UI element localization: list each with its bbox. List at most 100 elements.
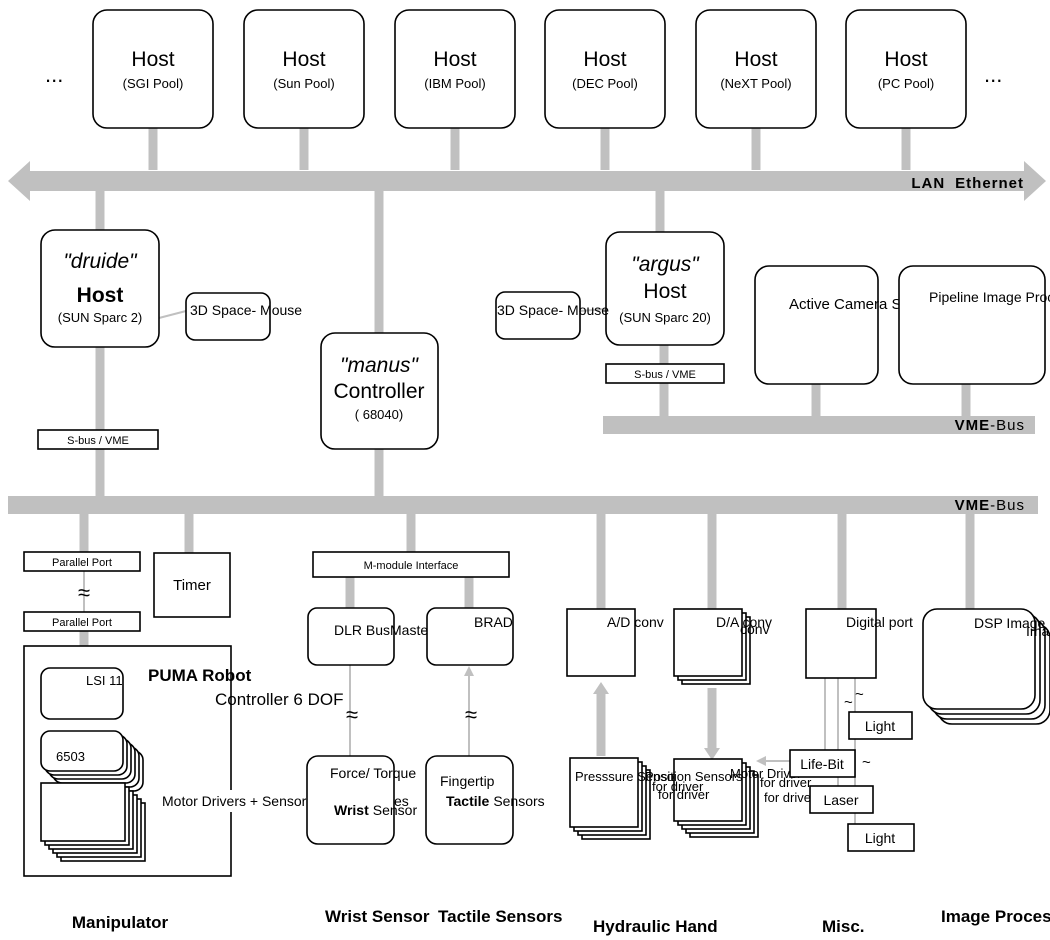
lan-bus [8, 161, 1046, 201]
druide-mouse-link [158, 310, 187, 319]
host-pool: (DEC Pool) [572, 76, 638, 91]
host-title: Host [884, 48, 927, 71]
pressure-sensors-stack: Presssure Sensors [569, 757, 685, 840]
mmodule-interface: M-module Interface [312, 551, 510, 578]
sbus-label: S-bus / VME [67, 435, 129, 447]
dsp-label-2: Image [1026, 623, 1050, 639]
parallel-port-top: Parallel Port [23, 551, 141, 572]
life-bit-label: Life-Bit [800, 756, 844, 772]
ellipsis-left: ... [45, 62, 63, 87]
life-bit-box: Life-Bit [789, 749, 856, 778]
space-mouse-left: 3D Space- Mouse [185, 292, 302, 341]
motor-driver-stack-hand: Motor Driver Position Sensors for driver… [645, 758, 816, 838]
space-mouse-label: 3D Space- Mouse [497, 302, 609, 318]
host-sgi-pool: Host (SGI Pool) [92, 9, 214, 129]
argus-name: "argus" [631, 253, 700, 276]
host-pool: (Sun Pool) [273, 76, 334, 91]
host-pool: (NeXT Pool) [720, 76, 791, 91]
for-driver-label-3: for driver [760, 775, 812, 790]
manus-sub: ( 68040) [355, 407, 403, 422]
puma-text-mask [229, 790, 249, 812]
arrow-down-motor [704, 748, 720, 760]
digital-port-label: Digital port [846, 614, 913, 630]
druide-title: Host [77, 284, 124, 307]
for-driver-label-1: for driver [652, 779, 704, 794]
parallel-approx: ≈ [78, 580, 90, 605]
space-mouse-right: 3D Space- Mouse [495, 291, 609, 340]
motor-driver-label: Motor Driver [730, 766, 802, 781]
sbus-vme-left: S-bus / VME [37, 429, 159, 450]
manus-title: Controller [333, 380, 424, 403]
argus-sub: (SUN Sparc 20) [619, 310, 711, 325]
vme-drops [79, 514, 975, 612]
da-converter-stack: D/A conv conv [673, 608, 772, 685]
mmodule-label: M-module Interface [364, 560, 459, 572]
category-tactile-sensors: Tactile Sensors [438, 907, 562, 926]
lan-drops [95, 191, 665, 333]
dlr-approx: ≈ [346, 702, 358, 727]
host-connectors [148, 128, 911, 170]
host-ibm-pool: Host (IBM Pool) [394, 9, 516, 129]
ad-label: A/D conv [607, 614, 664, 630]
druide-host: "druide" Host (SUN Sparc 2) [40, 229, 160, 348]
cpu-stack: 6503 [40, 730, 144, 792]
lsi-box: LSI 11 [40, 667, 124, 720]
cpu-label: 6503 [56, 749, 85, 764]
pipeline-image-processing: Pipeline Image Processing [898, 265, 1050, 385]
druide-sub: (SUN Sparc 2) [58, 310, 143, 325]
ad-converter: A/D conv [566, 608, 664, 677]
pressure-label: Presssure Sensors [575, 769, 685, 784]
category-image-processing: Image Processing [941, 907, 1050, 926]
dsp-image-stack: DSP Image Image [922, 608, 1050, 725]
brad-box: BRAD [426, 607, 514, 666]
light-label: Light [865, 830, 895, 846]
host-dec-pool: Host (DEC Pool) [544, 9, 666, 129]
brad-approx: ≈ [465, 702, 477, 727]
argus-host: "argus" Host (SUN Sparc 20) [605, 231, 725, 346]
pipeline-label: Pipeline Image Processing [929, 289, 1050, 305]
host-pool: (PC Pool) [878, 76, 934, 91]
sbus-vme-right: S-bus / VME [605, 363, 725, 384]
manus-controller: "manus" Controller ( 68040) [320, 332, 439, 450]
light-label: Light [865, 718, 895, 734]
parallel-port-label: Parallel Port [52, 617, 112, 629]
host-sun-pool: Host (Sun Pool) [243, 9, 365, 129]
digital-port: Digital port [805, 608, 913, 679]
argus-mouse-link [579, 308, 607, 312]
host-next-pool: Host (NeXT Pool) [695, 9, 817, 129]
dsp-label: DSP Image [974, 615, 1046, 631]
category-wrist-sensor: Wrist Sensor [325, 907, 430, 926]
puma-title: PUMA Robot [148, 666, 252, 685]
motor-driver-stack [40, 782, 146, 862]
force-label: Force/ Torque [330, 765, 416, 781]
dlr-busmaster: DLR BusMaster [307, 607, 433, 666]
timer-label: Timer [173, 577, 211, 594]
for-driver-label-2: for driver [658, 787, 710, 802]
fingertip-label: Fingertip [440, 773, 495, 789]
upper-vme-bus [603, 416, 1035, 434]
light-box-top: Light [848, 711, 913, 740]
arrow-up-ad [593, 682, 609, 694]
timer-box: Timer [153, 552, 231, 618]
host-pool: (IBM Pool) [424, 76, 485, 91]
position-sensors-label: Position Sensors [645, 769, 743, 784]
da-label: D/A conv [716, 614, 772, 630]
argus-title: Host [643, 280, 686, 303]
category-manipulator: Manipulator [72, 913, 169, 932]
host-pc-pool: Host (PC Pool) [845, 9, 967, 129]
manus-name: "manus" [340, 354, 419, 377]
lsi-label: LSI 11 [86, 673, 123, 688]
druide-name: "druide" [63, 250, 138, 273]
tilde-1: ~ [844, 694, 853, 711]
host-title: Host [433, 48, 476, 71]
host-pool: (SGI Pool) [123, 76, 184, 91]
parallel-port-label: Parallel Port [52, 557, 112, 569]
category-hydraulic-hand: Hydraulic Hand [593, 917, 718, 936]
laser-box: Laser [809, 785, 874, 814]
main-vme-bus [8, 496, 1038, 514]
